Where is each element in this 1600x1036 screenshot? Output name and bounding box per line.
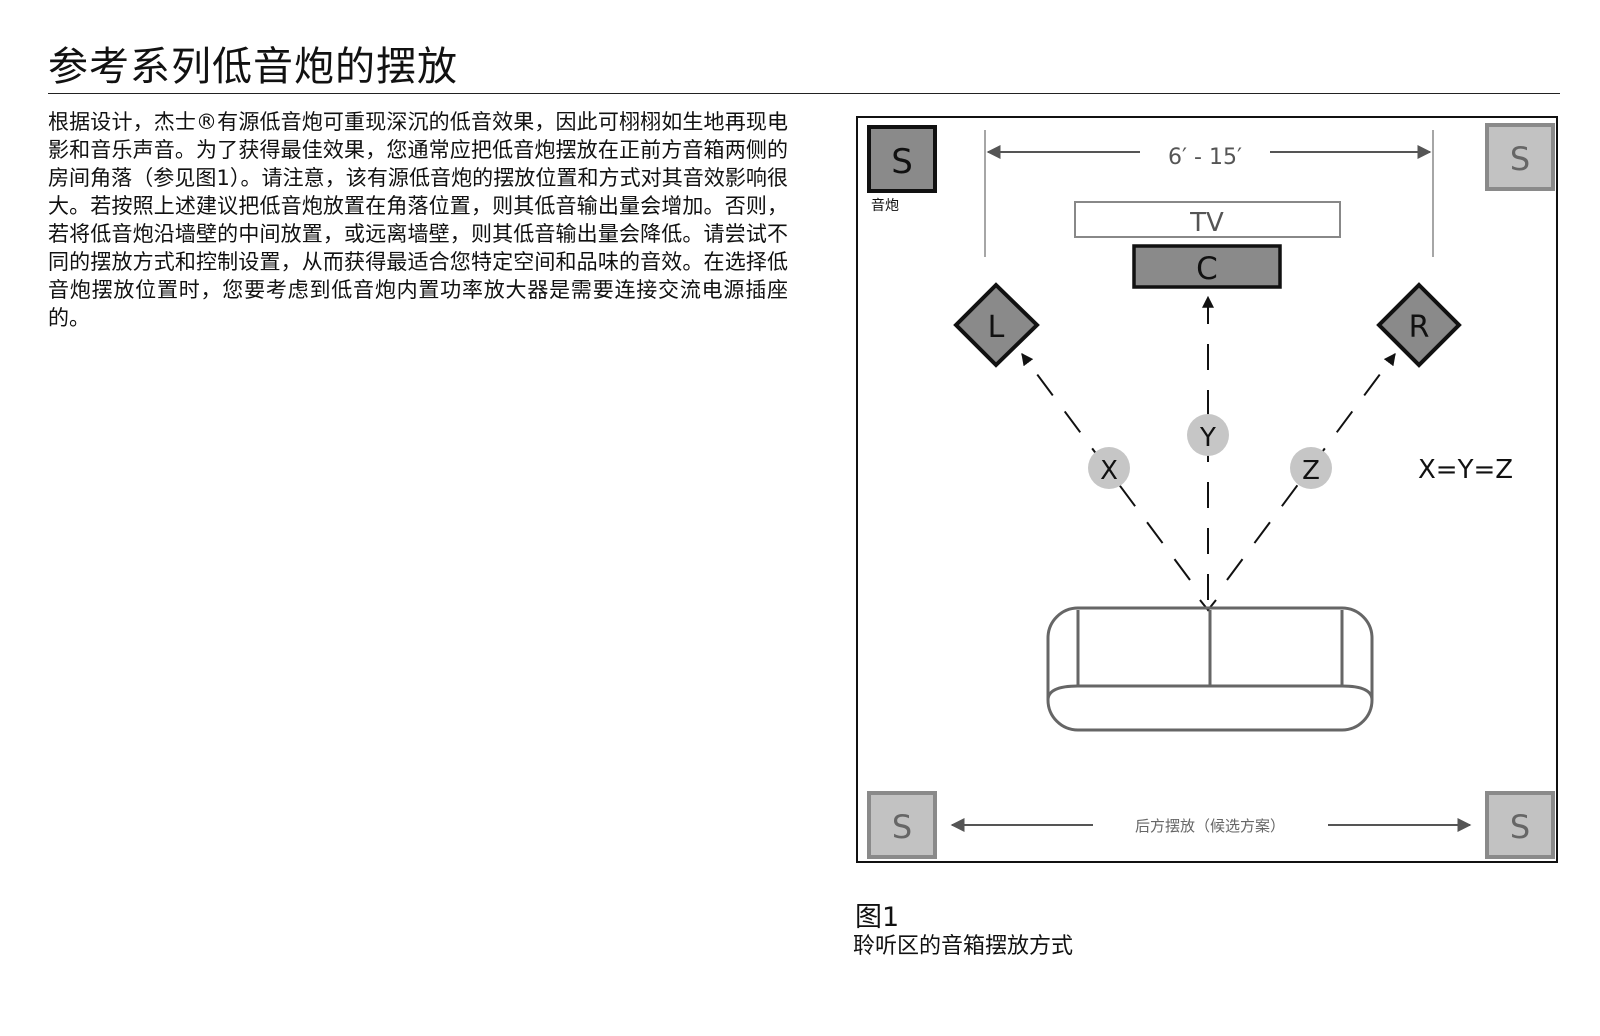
- left-speaker: L: [953, 282, 1040, 368]
- subwoofer-rear-left-letter: S: [892, 808, 912, 846]
- subwoofer-front-left-letter: S: [891, 142, 913, 182]
- right-speaker: R: [1376, 282, 1462, 368]
- center-speaker: C: [1132, 244, 1282, 289]
- distance-y-label: Y: [1199, 423, 1216, 453]
- title-divider: [48, 93, 1560, 94]
- distance-z-marker: Z: [1290, 447, 1332, 489]
- tv-label: TV: [1189, 208, 1224, 238]
- right-speaker-label: R: [1409, 310, 1430, 345]
- distance-label: 6′ - 15′: [1168, 145, 1242, 170]
- left-speaker-label: L: [988, 310, 1005, 345]
- subwoofer-rear-left: S: [867, 791, 937, 859]
- figure-number: 图1: [855, 902, 900, 933]
- room-frame: [856, 116, 1558, 863]
- subwoofer-front-right-letter: S: [1510, 140, 1530, 178]
- subwoofer-rear-right: S: [1485, 791, 1555, 859]
- equation-label: X=Y=Z: [1418, 455, 1513, 485]
- body-paragraph: 根据设计，杰士®有源低音炮可重现深沉的低音效果，因此可栩栩如生地再现电影和音乐声…: [48, 110, 788, 330]
- tv: TV: [1074, 201, 1341, 238]
- subwoofer-label: 音炮: [871, 197, 899, 214]
- subwoofer-front-left: S: [867, 125, 937, 193]
- distance-z-label: Z: [1302, 456, 1320, 486]
- page-title: 参考系列低音炮的摆放: [48, 44, 458, 90]
- sofa: [1046, 606, 1374, 732]
- subwoofer-rear-right-letter: S: [1510, 808, 1530, 846]
- distance-x-label: X: [1100, 456, 1118, 486]
- distance-x-marker: X: [1088, 447, 1130, 489]
- distance-y-marker: Y: [1187, 414, 1229, 456]
- rear-placement-label: 后方摆放（候选方案）: [1135, 817, 1285, 835]
- listener-point: [1199, 599, 1217, 612]
- center-speaker-label: C: [1196, 251, 1218, 287]
- subwoofer-front-right: S: [1485, 123, 1555, 191]
- figure-caption: 聆听区的音箱摆放方式: [853, 934, 1074, 959]
